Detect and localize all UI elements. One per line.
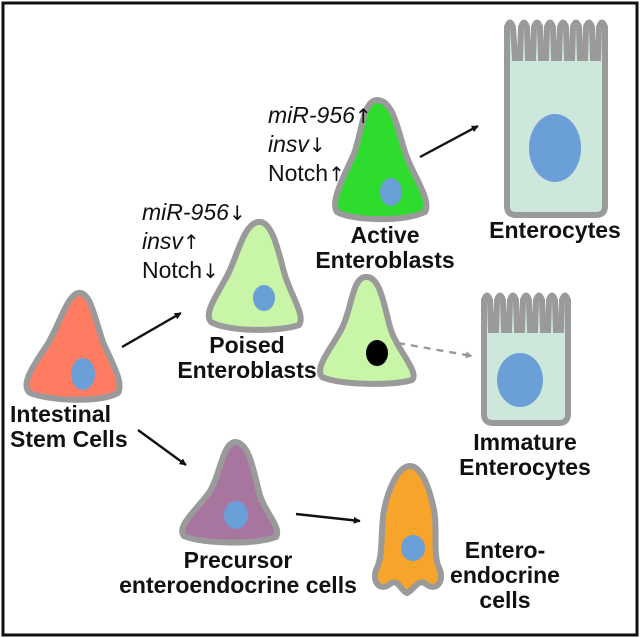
regulator-poised-mir956-name: miR-956 [142, 199, 229, 225]
regulator-active-insv: insv↓ [268, 130, 372, 159]
active-enteroblast-nucleus [380, 178, 402, 206]
arrow-down-icon: ↓ [202, 259, 219, 283]
precursor-enteroendocrine-cell [179, 438, 281, 546]
label-stem-cells-line-2: Stem Cells [10, 426, 128, 452]
regulator-active-notch-name: Notch [268, 160, 329, 186]
label-ee-line-2: endocrine [450, 562, 560, 588]
arrow-stem-to-precursor [137, 429, 187, 466]
regulator-active-mir956-name: miR-956 [268, 102, 355, 128]
label-immature-line-1: Immature [473, 429, 577, 455]
stem-cell-body [23, 290, 123, 403]
arrow-up-icon: ↑ [328, 162, 345, 186]
label-stem-cells-line-1: Intestinal [10, 401, 111, 427]
regulator-poised-notch-name: Notch [142, 257, 203, 283]
enteroendocrine-cell [372, 462, 444, 597]
regulator-poised-insv: insv↑ [142, 227, 246, 256]
precursor-enteroendocrine-body [179, 438, 281, 546]
poised-enteroblast-nucleus [253, 285, 275, 311]
label-poised-enteroblasts: Poised Enteroblasts [172, 333, 322, 383]
arrow-up-icon: ↑ [354, 104, 372, 128]
label-enteroendocrine: Entero- endocrine cells [440, 538, 570, 613]
label-active-line-1: Active [350, 222, 420, 248]
precursor-enteroendocrine-nucleus [224, 501, 248, 529]
enterocyte-nucleus [529, 114, 581, 182]
label-active-enteroblasts: Active Enteroblasts [310, 223, 460, 273]
label-ee-line-3: cells [479, 587, 531, 613]
arrow-down-icon: ↓ [228, 201, 246, 225]
active-enteroblast-cell [332, 96, 430, 223]
label-precursor-line-1: Precursor [183, 547, 293, 573]
regulators-poised: miR-956↓ insv↑ Notch↓ [142, 198, 246, 285]
arrow-stem-to-poised [121, 311, 182, 349]
poised-enteroblast-nucleus-2 [366, 340, 388, 366]
stem-cell-nucleus [71, 358, 95, 390]
regulators-active: miR-956↑ insv↓ Notch↑ [268, 101, 372, 188]
immature-enterocyte-nucleus [497, 353, 543, 407]
regulator-active-notch: Notch↑ [268, 159, 372, 188]
regulator-active-mir956: miR-956↑ [268, 101, 372, 130]
regulator-poised-insv-name: insv [142, 228, 183, 254]
label-enterocytes-line-1: Enterocytes [489, 217, 621, 243]
label-stem-cells: Intestinal Stem Cells [10, 402, 160, 452]
arrow-active-to-enterocyte [419, 124, 479, 159]
immature-enterocyte-cell [481, 292, 571, 426]
regulator-poised-mir956: miR-956↓ [142, 198, 246, 227]
regulator-active-insv-name: insv [268, 131, 309, 157]
label-precursor-ee: Precursor enteroendocrine cells [118, 548, 358, 598]
poised-enteroblast-cell-2 [317, 274, 417, 387]
label-enterocytes: Enterocytes [470, 218, 640, 243]
label-poised-line-2: Enteroblasts [177, 357, 317, 383]
poised-enteroblast-body-2 [317, 274, 417, 387]
label-immature-enterocytes: Immature Enterocytes [450, 430, 600, 480]
poised-enteroblast-cell [205, 219, 304, 333]
label-active-line-2: Enteroblasts [315, 247, 455, 273]
regulator-poised-notch: Notch↓ [142, 256, 246, 285]
arrow-precursor-to-enteroendocrine [295, 512, 361, 524]
label-precursor-line-2: enteroendocrine cells [119, 572, 357, 598]
enteroendocrine-nucleus [401, 535, 425, 561]
label-ee-line-1: Entero- [464, 537, 546, 563]
enteroendocrine-body [372, 462, 444, 597]
enterocyte-cell [504, 19, 608, 218]
arrow-up-icon: ↑ [182, 230, 200, 254]
poised-enteroblast-body [205, 219, 304, 333]
stem-cell [23, 290, 123, 403]
label-immature-line-2: Enterocytes [459, 454, 591, 480]
active-enteroblast-body [332, 96, 430, 223]
arrow-down-icon: ↓ [308, 133, 326, 157]
label-poised-line-1: Poised [209, 332, 285, 358]
